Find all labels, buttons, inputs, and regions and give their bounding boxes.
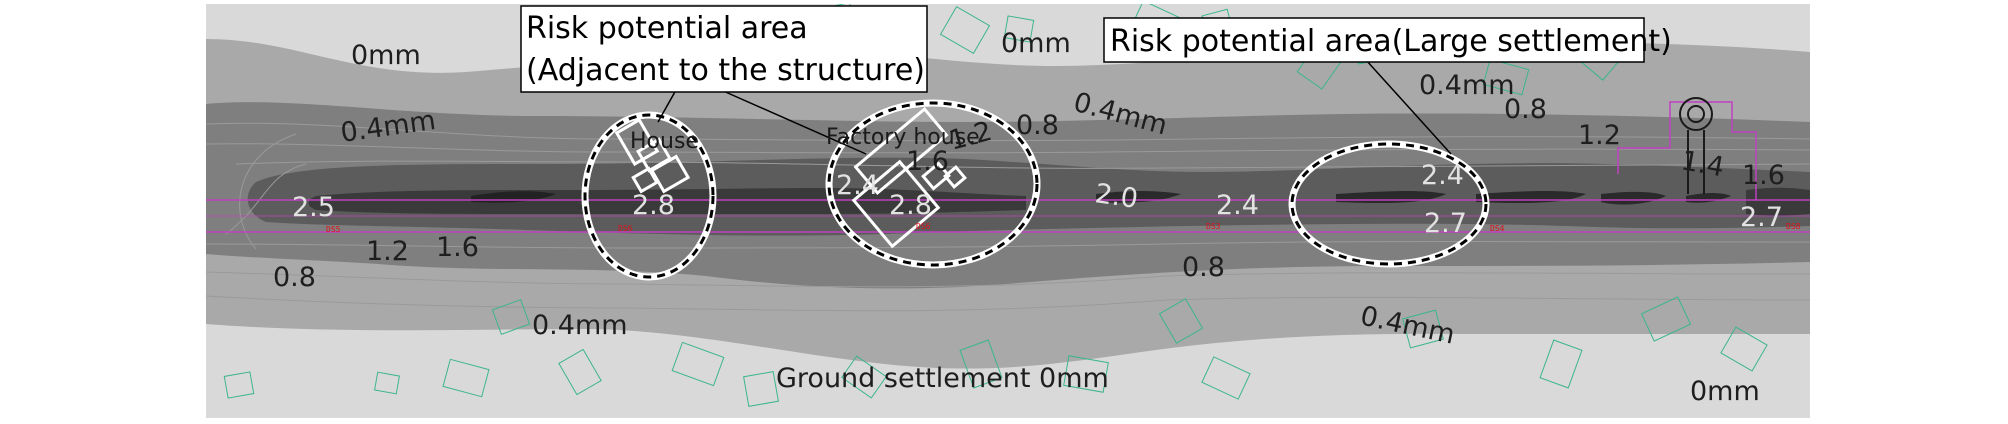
contour-label: 0.8 xyxy=(1504,94,1547,125)
station-label: DS3 xyxy=(1206,222,1221,231)
contour-label: 2.4 xyxy=(1216,190,1259,221)
callout-leaders xyxy=(657,59,1452,155)
contour-label: 2.8 xyxy=(889,190,932,221)
contour-label: 0.8 xyxy=(273,262,316,293)
risk-ellipses xyxy=(581,99,1490,281)
contour-label: 2.7 xyxy=(1740,202,1783,233)
callout-adjacent-line2: (Adjacent to the structure) xyxy=(526,53,925,88)
contour-label: 2.5 xyxy=(292,192,335,223)
contour-label: 2.7 xyxy=(1424,208,1467,239)
vertical-shaft-icon xyxy=(1679,97,1713,194)
contour-label: 2.0 xyxy=(1093,178,1140,215)
vertical-shaft-outline xyxy=(1617,101,1757,200)
contour-label: 1.6 xyxy=(906,146,949,177)
station-label: DS6 xyxy=(618,224,633,233)
station-markers: DS5 DS6 DS6 DS3 DS4 DS8 xyxy=(326,222,1801,234)
contour-label: 1.6 xyxy=(436,232,479,263)
house-structure-icon xyxy=(614,117,691,194)
contour-label: 2.4 xyxy=(1421,160,1464,191)
contour-label: 0mm xyxy=(1690,376,1760,407)
tunnel-alignment xyxy=(206,199,1810,233)
station-label: DS5 xyxy=(326,225,341,234)
contour-label: 0mm xyxy=(1001,28,1071,59)
house-label: House xyxy=(630,129,699,154)
station-label: DS4 xyxy=(1490,224,1505,233)
contour-label: 2.8 xyxy=(632,190,675,221)
settlement-contour-map: DS5 DS6 DS6 DS3 DS4 DS8 0mm 0mm 0.4mm 0.… xyxy=(206,4,1810,418)
callout-large-settlement-text: Risk potential area(Large settlement) xyxy=(1110,24,1672,59)
callout-adjacent-structure: Risk potential area (Adjacent to the str… xyxy=(520,5,928,93)
contour-label: 1.2 xyxy=(366,236,409,267)
zone-2-5mm-dash-7 xyxy=(1746,187,1810,216)
factory-structure-icon xyxy=(851,106,967,249)
callout-large-settlement: Risk potential area(Large settlement) xyxy=(1103,17,1672,63)
contour-label: 1.6 xyxy=(1742,160,1785,191)
contour-labels: 0mm 0mm 0.4mm 0.4mm 0.4mm 0.4mm 0.4mm 0.… xyxy=(273,28,1785,407)
contour-label: 0.8 xyxy=(1016,110,1059,141)
contour-label: Ground settlement 0mm xyxy=(776,363,1109,394)
contour-label: 1.4 xyxy=(1679,145,1727,183)
factory-house-label: Factory house xyxy=(826,125,980,150)
contour-label: 0.4mm xyxy=(1419,70,1515,101)
contour-label: 1.2 xyxy=(1578,120,1621,151)
callout-adjacent-line1: Risk potential area xyxy=(526,11,808,46)
contour-label: 2.4 xyxy=(836,170,879,201)
zone-2-5mm-dash-5 xyxy=(1601,191,1666,205)
contour-label: 0mm xyxy=(351,40,421,71)
station-label: DS8 xyxy=(1786,222,1801,231)
contour-label: 0.4mm xyxy=(532,310,628,341)
station-label: DS6 xyxy=(916,222,931,231)
contour-label: 0.8 xyxy=(1182,252,1225,283)
